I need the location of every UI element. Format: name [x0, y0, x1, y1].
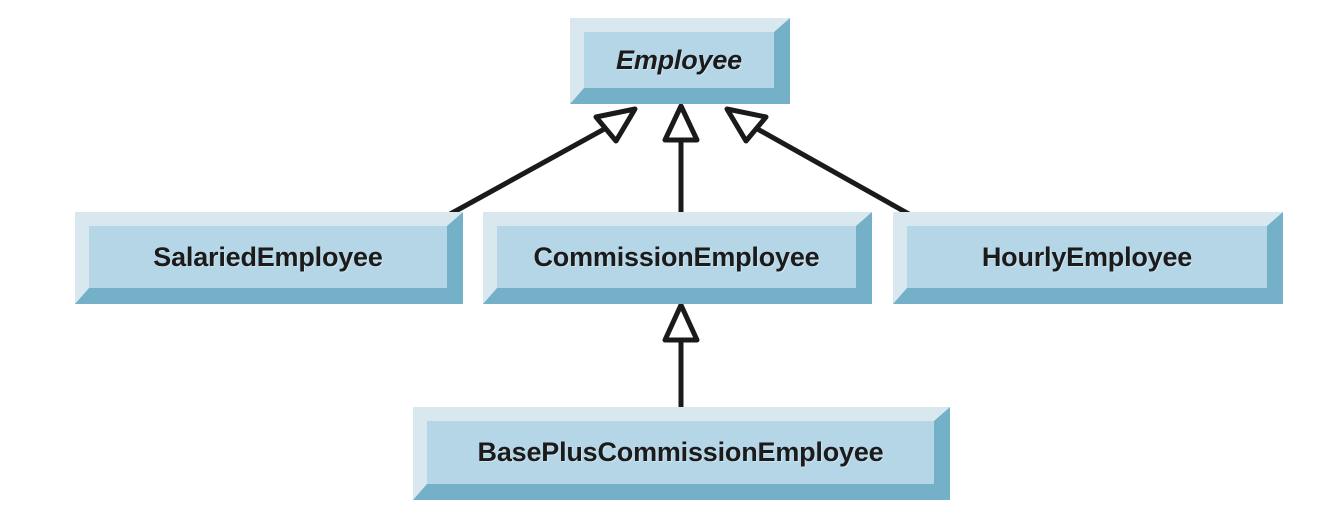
box-front-face: BasePlusCommissionEmployee	[427, 421, 934, 484]
class-box-commission-employee[interactable]: CommissionEmployee	[483, 212, 872, 304]
box-bottom-face	[75, 288, 463, 304]
box-right-face	[934, 407, 950, 500]
box-right-face	[774, 18, 790, 104]
box-bottom-face	[483, 288, 872, 304]
class-name-base-plus-commission-employee: BasePlusCommissionEmployee	[477, 437, 884, 467]
box-bottom-face	[413, 484, 950, 500]
class-name-commission-employee: CommissionEmployee	[533, 241, 820, 272]
box-front-face: Employee	[584, 32, 774, 88]
box-right-face	[856, 212, 872, 304]
class-name-salaried-employee: SalariedEmployee	[153, 241, 383, 272]
box-right-face	[1267, 212, 1283, 304]
edge-baseplus-to-commission	[662, 302, 700, 416]
class-box-base-plus-commission-employee[interactable]: BasePlusCommissionEmployee	[413, 407, 950, 500]
box-front-face: CommissionEmployee	[497, 226, 856, 288]
box-right-face	[447, 212, 463, 304]
class-box-employee[interactable]: Employee	[570, 18, 790, 104]
class-box-salaried-employee[interactable]: SalariedEmployee	[75, 212, 463, 304]
class-box-hourly-employee[interactable]: HourlyEmployee	[893, 212, 1283, 304]
edge-salaried-to-employee	[440, 106, 638, 221]
edge-commission-to-employee	[662, 103, 700, 223]
box-bottom-face	[893, 288, 1283, 304]
class-name-employee: Employee	[616, 44, 742, 75]
box-front-face: HourlyEmployee	[907, 226, 1267, 288]
class-name-hourly-employee: HourlyEmployee	[981, 241, 1193, 272]
box-front-face: SalariedEmployee	[89, 226, 447, 288]
edge-hourly-to-employee	[724, 106, 919, 221]
box-bottom-face	[570, 88, 790, 104]
